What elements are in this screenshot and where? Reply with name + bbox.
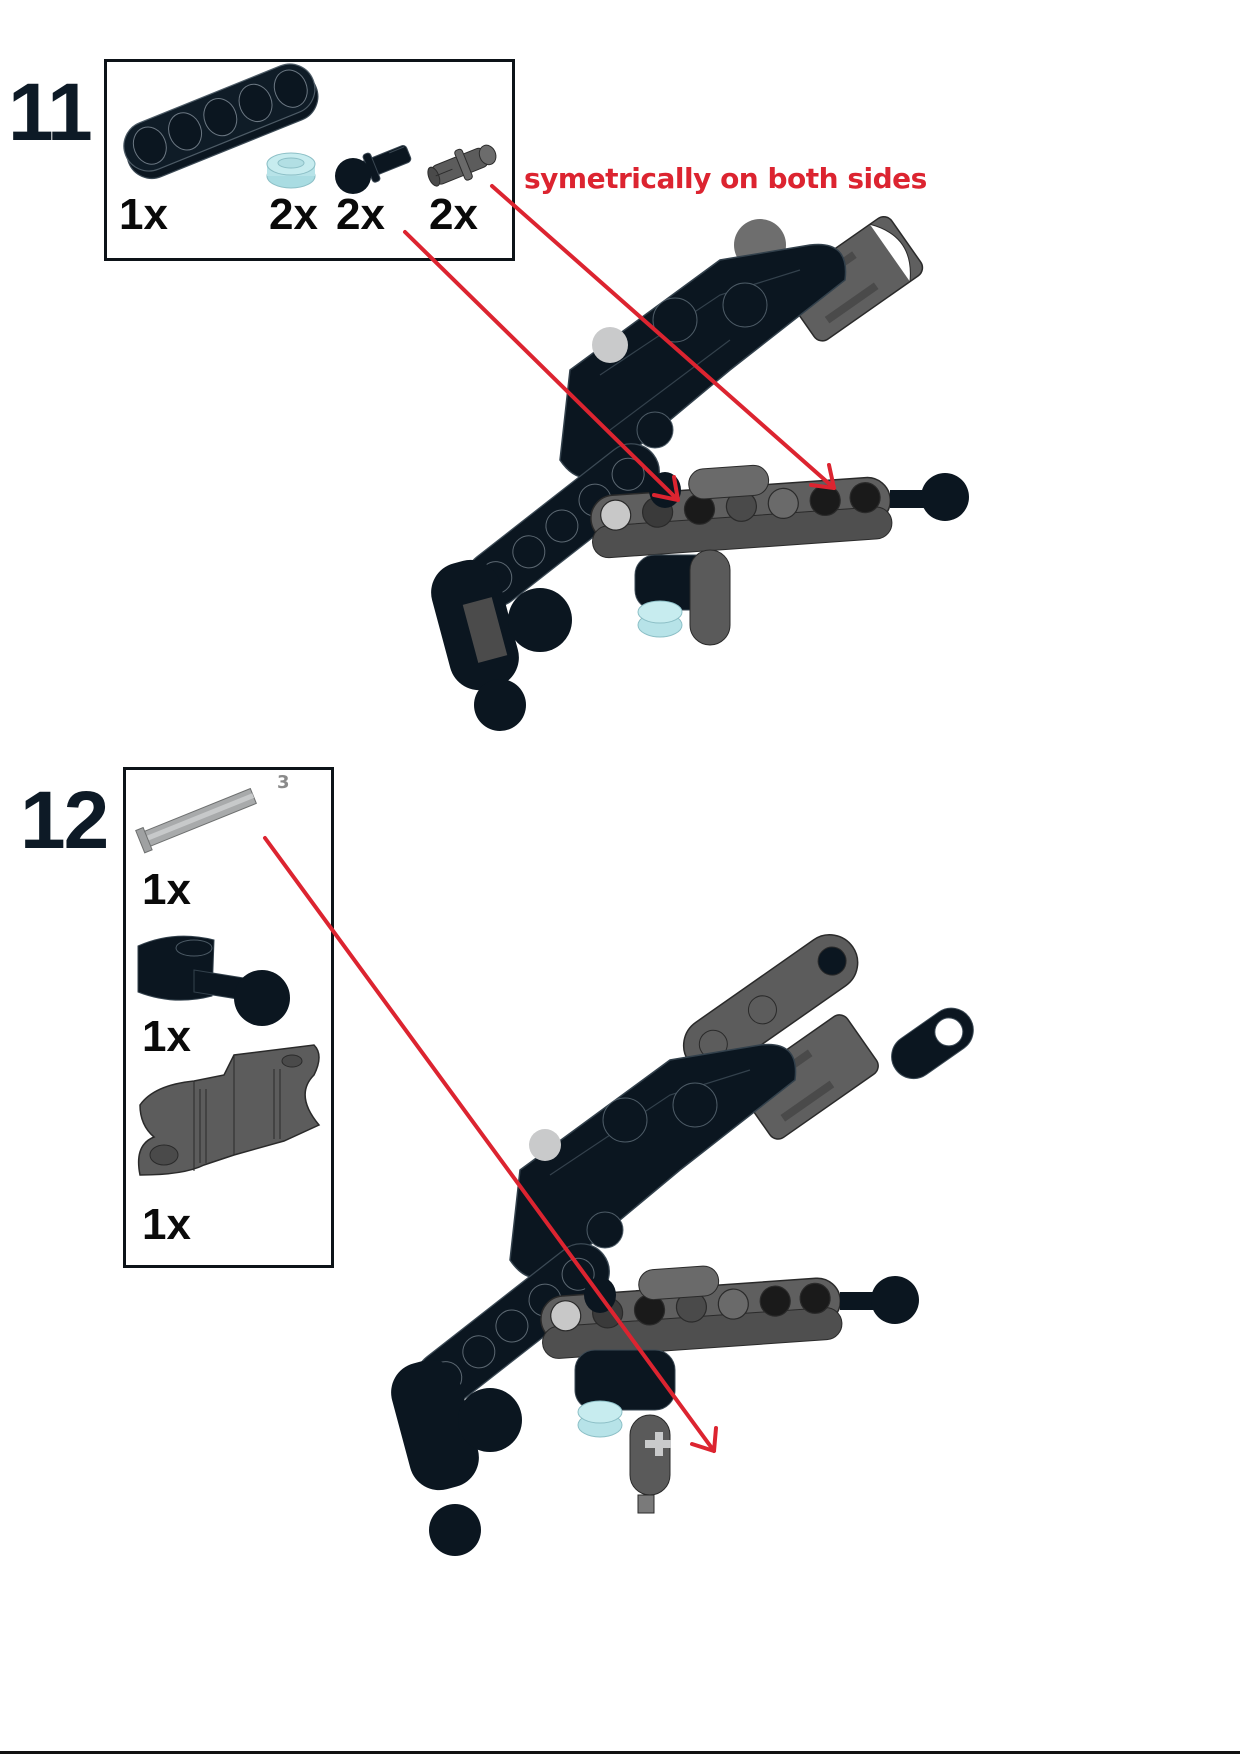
part-qty-hand-connector: 1x	[142, 1200, 191, 1249]
part-qty-beam: 1x	[119, 190, 168, 239]
hand-connector-icon	[134, 1044, 324, 1195]
ball-pin-icon	[333, 134, 423, 196]
parts-list-panel-step-12: 3 1x 1x 1x	[123, 767, 334, 1268]
part-qty-round-tile: 2x	[269, 190, 318, 239]
round-tile-icon	[263, 148, 319, 192]
parts-list-panel-step-11: 1x 2x 2x	[104, 59, 515, 261]
part-qty-ball-pin: 2x	[336, 190, 385, 239]
friction-pin-icon	[425, 134, 505, 192]
assembly-model-step-11	[431, 200, 1080, 740]
axle-icon	[134, 784, 264, 854]
part-qty-axle: 1x	[142, 865, 191, 914]
liftarm-beam-icon	[117, 63, 327, 179]
instruction-note: symetrically on both sides	[524, 162, 927, 195]
axle-length-badge: 3	[277, 772, 290, 793]
part-qty-ball-connector: 1x	[142, 1012, 191, 1061]
page-bottom-border	[0, 1751, 1240, 1754]
step-number-11: 11	[8, 67, 93, 158]
part-qty-friction-pin: 2x	[429, 190, 478, 239]
assembly-model-step-12	[391, 920, 1050, 1580]
ball-connector-icon	[134, 926, 304, 1036]
step-number-12: 12	[20, 775, 109, 866]
